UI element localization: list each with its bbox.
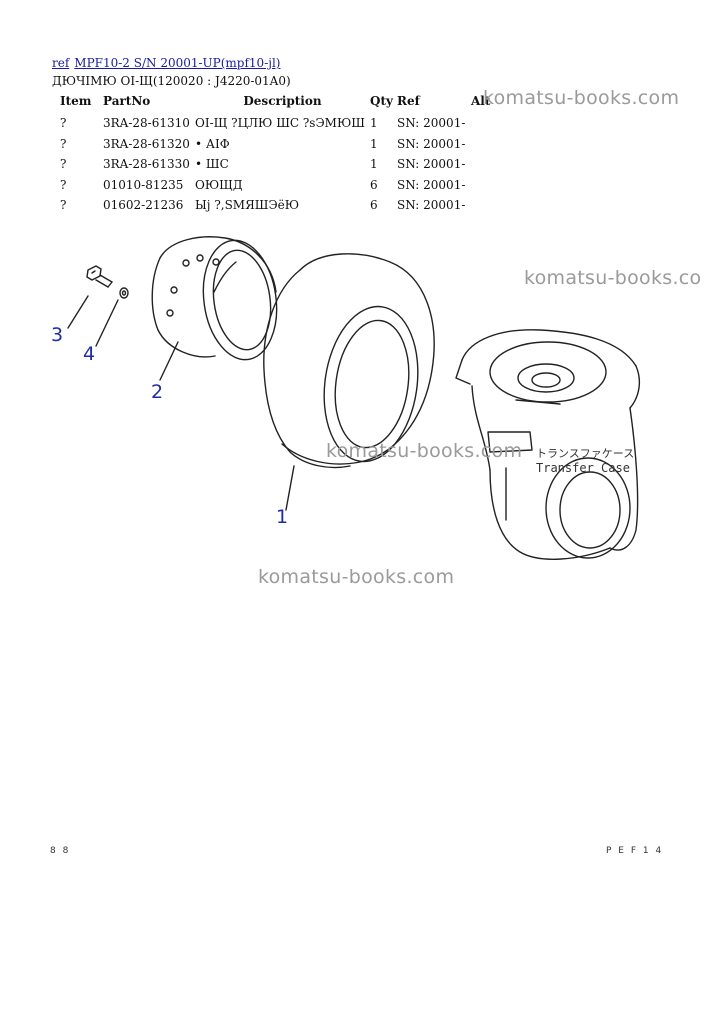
transfer-case-jp-label: トランスファケース <box>536 447 634 460</box>
cell-partno: 3RA-28-61330 <box>103 157 190 172</box>
cell-partno: 01010-81235 <box>103 177 184 192</box>
footer-right: P E F 1 4 <box>606 846 664 856</box>
watermark: komatsu-books.com <box>258 566 455 588</box>
table-row: ? 01010-81235 ОЮЩД 6 SN: 20001- <box>52 175 501 196</box>
leader-line-3 <box>67 295 89 329</box>
cell-description: ОІ-Щ ?ЦЛЮ ШС ?sЭМЮШ <box>195 116 365 131</box>
col-partno: PartNo <box>103 94 151 108</box>
cell-alt <box>471 154 501 175</box>
watermark: komatsu-books.com <box>483 87 680 109</box>
leader-line-1 <box>285 465 295 511</box>
col-description: Description <box>243 94 322 108</box>
callout-1: 1 <box>276 506 289 528</box>
cell-ref: SN: 20001- <box>397 198 466 213</box>
ref-link[interactable]: ref <box>52 56 70 70</box>
sleeve-part <box>151 236 278 361</box>
transfer-case-part <box>455 329 641 560</box>
page-subtitle: ДЮЧІМЮ ОІ-Щ(120020 : J4220-01A0) <box>52 74 291 88</box>
cell-description: • ШС <box>195 157 229 172</box>
breadcrumb[interactable]: ref MPF10-2 S/N 20001-UP(mpf10-jl) <box>52 56 285 70</box>
watermark: komatsu-books.co <box>524 267 702 289</box>
col-qty: Qty <box>370 94 393 108</box>
cell-partno: 3RA-28-61310 <box>103 116 190 131</box>
cell-alt <box>471 175 501 196</box>
cell-alt <box>471 113 501 134</box>
cell-alt <box>471 134 501 155</box>
cell-qty: 1 <box>370 136 378 151</box>
col-ref: Ref <box>397 94 420 108</box>
table-row: ? 3RA-28-61330 • ШС 1 SN: 20001- <box>52 154 501 175</box>
table-row: ? 3RA-28-61310 ОІ-Щ ?ЦЛЮ ШС ?sЭМЮШ 1 SN:… <box>52 113 501 134</box>
leader-line-4 <box>95 299 119 347</box>
cell-description: • АІФ <box>195 136 230 151</box>
watermark: komatsu-books.com <box>326 440 523 462</box>
cell-qty: 1 <box>370 116 378 131</box>
cell-description: ОЮЩД <box>195 177 243 192</box>
transfer-case-en-label: Transfer Case <box>536 461 630 475</box>
cell-item: ? <box>60 177 67 192</box>
callout-3: 3 <box>51 324 64 346</box>
model-link[interactable]: MPF10-2 S/N 20001-UP(mpf10-jl) <box>74 56 281 70</box>
table-row: ? 01602-21236 Ыј ?,SМЯШЭёЮ 6 SN: 20001- <box>52 195 501 216</box>
cell-alt <box>471 195 501 216</box>
cell-item: ? <box>60 157 67 172</box>
cell-qty: 1 <box>370 157 378 172</box>
parts-diagram: トランスファケース Transfer Case <box>67 236 641 560</box>
cell-ref: SN: 20001- <box>397 136 466 151</box>
washer-part <box>119 287 129 299</box>
bolt-part <box>86 265 113 288</box>
callout-4: 4 <box>83 343 96 365</box>
cell-qty: 6 <box>370 177 378 192</box>
parts-table: Item PartNo Description Qty Ref Alt ? 3R… <box>52 93 501 216</box>
cell-item: ? <box>60 198 67 213</box>
tire-part <box>263 253 435 469</box>
col-item: Item <box>60 94 92 108</box>
cell-ref: SN: 20001- <box>397 157 466 172</box>
cell-partno: 3RA-28-61320 <box>103 136 190 151</box>
cell-description: Ыј ?,SМЯШЭёЮ <box>195 198 300 213</box>
cell-ref: SN: 20001- <box>397 116 466 131</box>
cell-item: ? <box>60 136 67 151</box>
cell-partno: 01602-21236 <box>103 198 184 213</box>
footer-left: 8 8 <box>50 846 71 856</box>
col-alt: Alt <box>471 94 491 108</box>
cell-qty: 6 <box>370 198 378 213</box>
cell-ref: SN: 20001- <box>397 177 466 192</box>
table-row: ? 3RA-28-61320 • АІФ 1 SN: 20001- <box>52 134 501 155</box>
cell-item: ? <box>60 116 67 131</box>
table-header-row: Item PartNo Description Qty Ref Alt <box>52 93 501 113</box>
leader-line-2 <box>159 341 179 381</box>
callout-2: 2 <box>151 381 164 403</box>
